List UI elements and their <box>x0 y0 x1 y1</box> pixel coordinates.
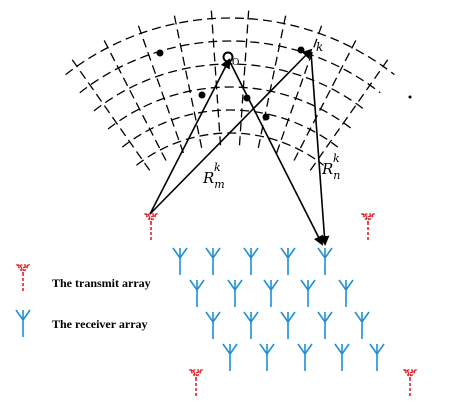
legend-transmit-label: The transmit array <box>52 276 151 290</box>
origin-to-receiver-arrow <box>228 59 323 246</box>
scatter-point <box>262 113 270 121</box>
origin-marker <box>222 51 234 63</box>
receive-range-label: Rn k <box>321 152 340 182</box>
grid-arc <box>121 109 339 148</box>
receiver-antenna <box>280 311 296 340</box>
grid-radial-line <box>238 10 250 146</box>
transmit-antenna <box>189 369 203 397</box>
receiver-antenna <box>227 279 243 308</box>
legend-transmit-icon <box>16 264 30 292</box>
receiver-antenna <box>297 343 313 372</box>
grid-radial-line <box>71 59 151 171</box>
grid-arc <box>93 63 367 112</box>
transmit-to-origin-arrow <box>149 58 230 215</box>
receiver-antenna <box>205 311 221 340</box>
grid-radial-line <box>210 10 222 146</box>
receiver-antenna <box>243 247 259 276</box>
svg-text:Rm: Rm <box>202 169 225 191</box>
transmit-to-target-arrow <box>149 48 313 215</box>
origin-label: O <box>232 58 239 68</box>
target-to-receiver-arrow <box>310 51 330 246</box>
receiver-antenna <box>205 247 221 276</box>
receiver-antenna <box>317 247 333 276</box>
receiver-antenna <box>300 279 316 308</box>
scatter-point <box>198 91 206 99</box>
receiver-antenna <box>189 279 205 308</box>
transmit-antenna <box>144 213 158 241</box>
grid-radial-line <box>103 40 167 161</box>
target-point-label: k <box>316 40 323 54</box>
receiver-antenna <box>243 311 259 340</box>
receiver-array <box>172 247 385 372</box>
grid-arc <box>107 86 353 130</box>
polar-grid <box>65 10 395 171</box>
receiver-antenna <box>263 279 279 308</box>
svg-text:k: k <box>333 152 340 165</box>
receiver-antenna <box>172 247 188 276</box>
legend-receiver-label: The receiver array <box>52 317 148 331</box>
transmit-antenna <box>361 213 375 241</box>
grid-radial-line <box>257 15 287 149</box>
receiver-antenna <box>369 343 385 372</box>
receiver-antenna <box>354 311 370 340</box>
receiver-antenna <box>338 279 354 308</box>
scatter-point <box>297 46 305 54</box>
grid-arc <box>79 40 381 94</box>
grid-radial-line <box>275 25 323 154</box>
receiver-antenna <box>259 343 275 372</box>
grid-radial-line <box>309 59 389 171</box>
legend: The transmit array The receiver array <box>15 264 151 338</box>
receiver-antenna <box>280 247 296 276</box>
receiver-antenna <box>317 311 333 340</box>
legend-receiver-icon <box>15 309 31 338</box>
transmit-antenna <box>403 369 417 397</box>
marker-dot <box>408 95 412 99</box>
transmit-range-label: Rm k <box>202 161 225 191</box>
scatter-point <box>156 49 164 57</box>
svg-text:Rn: Rn <box>321 160 340 182</box>
grid-radial-line <box>173 15 203 149</box>
grid-radial-line <box>293 40 357 161</box>
grid-arc <box>136 132 324 166</box>
receiver-antenna <box>334 343 350 372</box>
grid-radial-line <box>137 25 185 154</box>
svg-text:k: k <box>214 161 221 174</box>
grid-arc <box>65 17 395 76</box>
receiver-antenna <box>222 343 238 372</box>
